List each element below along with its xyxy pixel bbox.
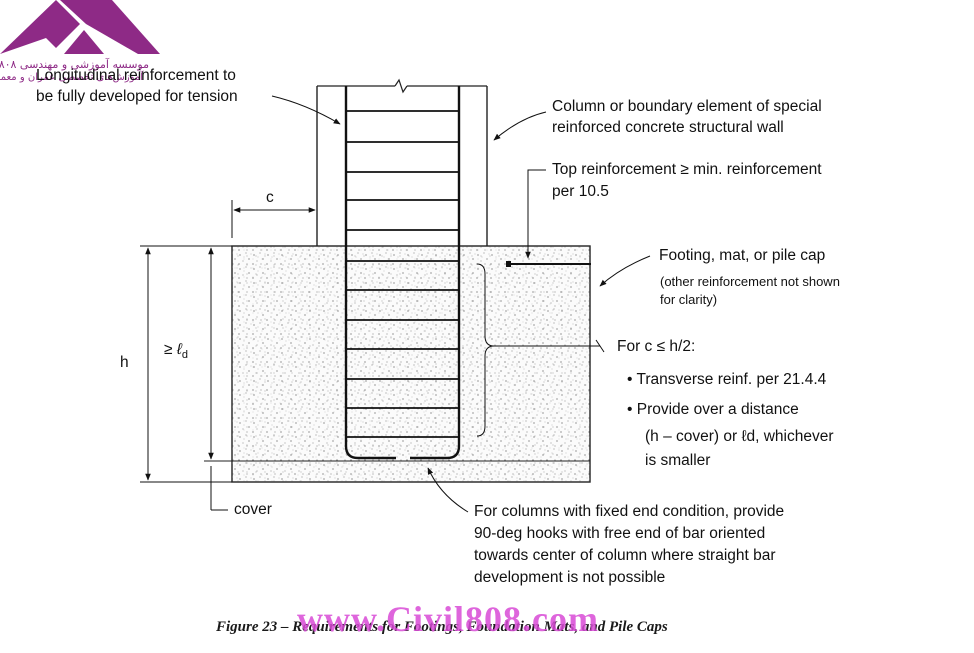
brand-logo: موسسه آموزشی و مهندسی ۸۰۸ آموزش‌های تخصص… [0, 0, 165, 95]
label-top-2: per 10.5 [552, 183, 609, 200]
bullet-1: • Transverse reinf. per 21.4.4 [627, 371, 827, 388]
dimension-c [231, 200, 316, 238]
label-hooks-2: 90-deg hooks with free end of bar orient… [474, 525, 766, 542]
label-longitudinal-1: Longitudinal reinforcement to [36, 67, 236, 84]
label-hooks-3: towards center of column where straight … [474, 547, 776, 564]
label-condition: For c ≤ h/2: [617, 338, 696, 355]
bullet-2-line-2: (h – cover) or ℓd, whichever [645, 428, 834, 445]
logo-line-1: موسسه آموزشی و مهندسی ۸۰۸ [0, 58, 149, 71]
label-footing-1: Footing, mat, or pile cap [659, 247, 826, 264]
column [316, 78, 488, 246]
bullet-2: • Provide over a distance [627, 401, 799, 418]
bullet-2-text: Provide over a distance [636, 401, 799, 418]
label-ld-l: ℓ [176, 341, 182, 358]
watermark: www.Civil808.com [297, 599, 599, 639]
bullet-1-text: Transverse reinf. per 21.4.4 [636, 371, 827, 388]
top-reinforcement [506, 261, 591, 267]
dimension-cover [210, 466, 228, 511]
label-h: h [120, 354, 129, 371]
figure-caption: Figure 23 – Requirements for Footings, F… [216, 619, 668, 635]
label-hooks-1: For columns with fixed end condition, pr… [474, 503, 785, 520]
label-ld-ge: ≥ [164, 341, 173, 358]
label-top-1: Top reinforcement ≥ min. reinforcement [552, 161, 822, 178]
label-footing-3: for clarity) [660, 292, 718, 307]
label-footing-2: (other reinforcement not shown [660, 274, 840, 289]
label-hooks-4: development is not possible [474, 569, 666, 586]
logo-line-2: آموزش‌های تخصصی عمران و معماری [0, 72, 143, 83]
footing-block [231, 245, 591, 483]
label-c: c [266, 189, 274, 206]
label-ld: ≥ ℓd [164, 340, 188, 365]
brace-leader [494, 339, 605, 353]
bullet-2-line-3: is smaller [645, 452, 711, 469]
label-longitudinal-2: be fully developed for tension [36, 88, 238, 105]
dimension-h [140, 245, 232, 483]
label-column-1: Column or boundary element of special [552, 98, 822, 115]
reinforcement-cage [344, 86, 461, 460]
label-cover: cover [234, 501, 272, 518]
logo-mark-icon [0, 0, 160, 54]
label-column-2: reinforced concrete structural wall [552, 119, 784, 136]
leaders [271, 95, 651, 513]
label-ld-d: d [181, 349, 188, 362]
